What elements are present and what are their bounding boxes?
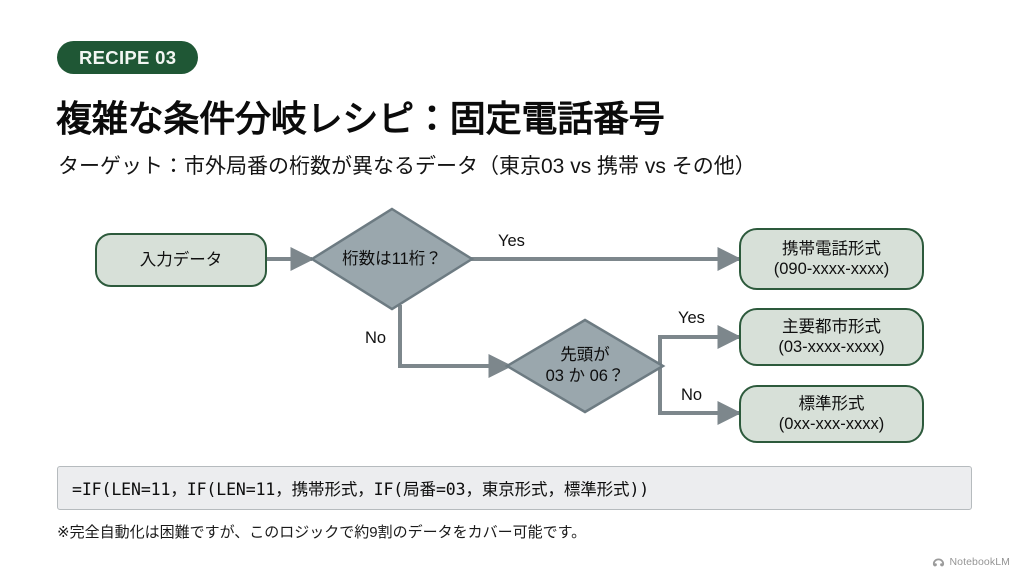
notebooklm-watermark: NotebookLM — [932, 556, 1010, 568]
decision1-diamond-shape — [309, 207, 475, 311]
node-decision-prefix: 先頭が 03 か 06？ — [507, 320, 663, 412]
node-input-data-label: 入力データ — [139, 250, 223, 269]
page-title: 複雑な条件分岐レシピ：固定電話番号 — [56, 98, 665, 139]
notebooklm-logo-icon — [933, 558, 945, 566]
page-subtitle: ターゲット：市外局番の桁数が異なるデータ（東京03 vs 携帯 vs その他） — [58, 155, 756, 178]
node-decision-digit-count: 桁数は11桁？ — [312, 209, 472, 309]
footnote-text: ※完全自動化は困難ですが、このロジックで約9割のデータをカバー可能です。 — [57, 524, 587, 541]
connector-decision1-no — [398, 305, 513, 378]
connector-decision2-no — [658, 366, 742, 425]
edge-label-decision2-yes: Yes — [678, 309, 705, 327]
connector-decision2-yes — [658, 325, 742, 366]
node-output-major-city-line1: 主要都市形式 — [782, 317, 881, 336]
decision1-line1: 桁数は11桁？ — [342, 249, 442, 268]
edge-label-decision1-yes: Yes — [498, 232, 525, 250]
node-output-major-city-line2: (03-xxxx-xxxx) — [778, 338, 885, 356]
node-output-mobile-line1: 携帯電話形式 — [782, 239, 881, 258]
decision2-line2: 03 か 06？ — [545, 367, 625, 385]
edge-label-decision2-no: No — [681, 386, 703, 404]
recipe-badge: RECIPE 03 — [57, 41, 199, 74]
decision2-diamond-shape — [504, 318, 666, 414]
node-output-mobile-line2: (090-xxxx-xxxx) — [773, 260, 890, 278]
node-input-data: 入力データ — [95, 233, 267, 287]
decision2-line1: 先頭が — [560, 346, 610, 365]
formula-text: =IF(LEN=11，IF(LEN=11，携帯形式，IF(局番=03，東京形式，… — [72, 480, 650, 499]
notebooklm-watermark-label: NotebookLM — [949, 556, 1010, 568]
node-output-standard-line1: 標準形式 — [798, 394, 865, 413]
node-output-mobile: 携帯電話形式 (090-xxxx-xxxx) — [739, 228, 924, 290]
recipe-badge-label: RECIPE 03 — [79, 46, 177, 68]
edge-label-decision1-no: No — [365, 329, 387, 347]
formula-box: =IF(LEN=11，IF(LEN=11，携帯形式，IF(局番=03，東京形式，… — [57, 466, 972, 510]
node-output-standard-line2: (0xx-xxx-xxxx) — [778, 415, 885, 433]
node-output-standard: 標準形式 (0xx-xxx-xxxx) — [739, 385, 924, 443]
node-output-major-city: 主要都市形式 (03-xxxx-xxxx) — [739, 308, 924, 366]
